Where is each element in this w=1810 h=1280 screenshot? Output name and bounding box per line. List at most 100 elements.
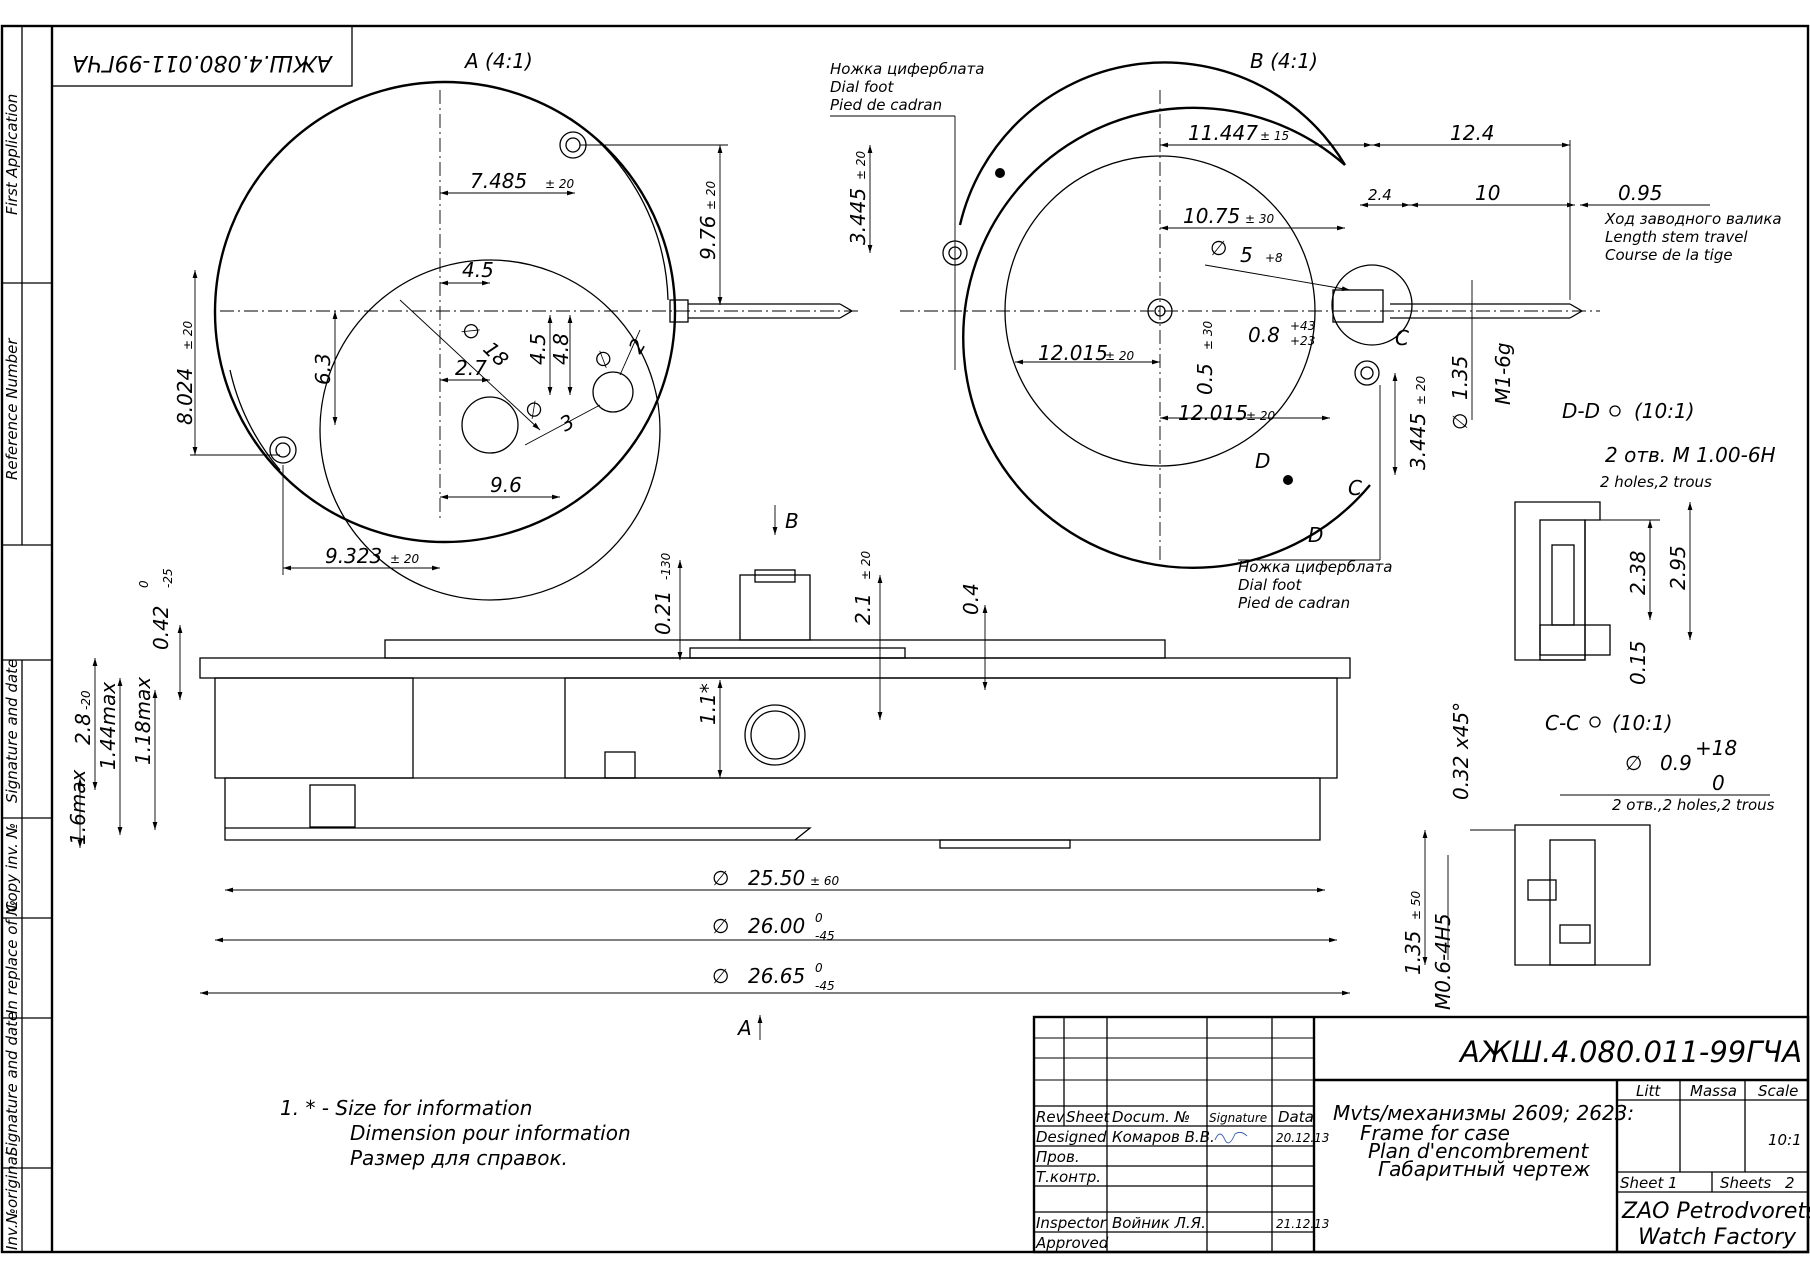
side-view: B 0.21 -130 2.1 ± 20 0.4 0.42 0 -25 2.8 … xyxy=(66,505,1351,1040)
svg-text:10:1: 10:1 xyxy=(1768,1131,1802,1149)
svg-text:Pied de cadran: Pied de cadran xyxy=(830,96,942,114)
svg-text:0.95: 0.95 xyxy=(1618,181,1663,205)
svg-text:± 30: ± 30 xyxy=(1245,212,1275,226)
svg-text:0.21: 0.21 xyxy=(651,590,675,635)
svg-text:9.76: 9.76 xyxy=(696,215,720,260)
svg-text:Course de la tige: Course de la tige xyxy=(1605,246,1733,264)
svg-text:АЖШ.4.080.011-99ГЧА: АЖШ.4.080.011-99ГЧА xyxy=(72,50,334,75)
svg-text:+18: +18 xyxy=(1695,736,1737,760)
svg-text:2.1: 2.1 xyxy=(851,593,875,625)
svg-text:12.015: 12.015 xyxy=(1178,401,1248,425)
svg-text:2.8: 2.8 xyxy=(71,713,95,745)
svg-text:0: 0 xyxy=(815,961,823,975)
svg-text:10: 10 xyxy=(1475,181,1500,205)
svg-text:Litt: Litt xyxy=(1636,1082,1661,1100)
svg-text:Ножка циферблата: Ножка циферблата xyxy=(830,60,984,78)
svg-text:25.50: 25.50 xyxy=(748,866,805,890)
svg-text:Sheet: Sheet xyxy=(1066,1108,1110,1126)
svg-text:2: 2 xyxy=(624,334,651,357)
svg-text:Sheet: Sheet xyxy=(1620,1174,1664,1192)
svg-text:+8: +8 xyxy=(1265,251,1283,265)
side-label-first-application: First Application xyxy=(3,94,21,215)
svg-text:0.4: 0.4 xyxy=(959,583,983,615)
svg-text:± 20: ± 20 xyxy=(181,320,195,350)
svg-text:+43: +43 xyxy=(1290,319,1315,333)
svg-text:0.15: 0.15 xyxy=(1626,640,1650,685)
svg-text:9.6: 9.6 xyxy=(490,473,522,497)
svg-text:Scale: Scale xyxy=(1758,1082,1798,1100)
svg-text:0.8: 0.8 xyxy=(1248,323,1280,347)
svg-text:7.485: 7.485 xyxy=(470,169,527,193)
svg-text:0: 0 xyxy=(815,911,823,925)
svg-text:1. * - Size for information: 1. * - Size for information xyxy=(280,1096,532,1120)
svg-text:Габаритный чертеж: Габаритный чертеж xyxy=(1378,1157,1590,1181)
view-a-label: A (4:1) xyxy=(463,49,533,73)
svg-text:∅: ∅ xyxy=(712,964,729,988)
side-labels: First Application Reference Number Signa… xyxy=(3,94,21,1250)
svg-text:4.5: 4.5 xyxy=(462,258,494,282)
svg-text:∅: ∅ xyxy=(521,395,548,424)
svg-text:∅: ∅ xyxy=(1625,751,1642,775)
svg-text:8.024: 8.024 xyxy=(173,368,197,425)
svg-text:± 30: ± 30 xyxy=(1201,320,1215,350)
svg-text:Войник Л.Я.: Войник Л.Я. xyxy=(1112,1214,1206,1232)
svg-text:ZAO Petrodvorets: ZAO Petrodvorets xyxy=(1621,1199,1810,1224)
svg-text:(10:1): (10:1) xyxy=(1612,711,1673,735)
svg-text:± 60: ± 60 xyxy=(810,874,840,888)
svg-text:∅: ∅ xyxy=(1210,236,1227,260)
svg-text:Frame for case: Frame for case xyxy=(1360,1121,1510,1145)
svg-text:12.015: 12.015 xyxy=(1038,341,1108,365)
svg-text:6.3: 6.3 xyxy=(311,353,335,385)
svg-text:A: A xyxy=(736,1016,752,1040)
svg-text:Пров.: Пров. xyxy=(1036,1148,1080,1166)
svg-text:1.44max: 1.44max xyxy=(96,682,120,770)
svg-text:-25: -25 xyxy=(161,568,175,588)
svg-text:Inspector: Inspector xyxy=(1036,1214,1107,1232)
view-a: A (4:1) 7.485 ± 20 9.76 ± 20 4.5 4.5 4.8… xyxy=(173,49,860,601)
svg-text:2 отв. M 1.00-6H: 2 отв. M 1.00-6H xyxy=(1605,443,1776,467)
svg-text:D: D xyxy=(1255,449,1270,473)
stem-travel-label: Ход заводного валика Length stem travel … xyxy=(1604,210,1782,264)
svg-text:1.35: 1.35 xyxy=(1448,355,1472,400)
dial-foot-label-top: Ножка циферблата Dial foot Pied de cadra… xyxy=(830,60,984,370)
svg-text:-45: -45 xyxy=(815,929,835,943)
svg-text:0: 0 xyxy=(1712,771,1725,795)
side-label-copy-inv: Copy inv. № xyxy=(3,823,21,912)
svg-text:± 20: ± 20 xyxy=(1246,409,1276,423)
svg-text:Dimension pour information: Dimension pour information xyxy=(350,1121,631,1145)
svg-text:± 20: ± 20 xyxy=(390,552,420,566)
svg-text:± 50: ± 50 xyxy=(1409,890,1423,920)
svg-text:M1-6g: M1-6g xyxy=(1491,342,1515,405)
side-label-signature-date-1: Signature and date xyxy=(3,659,21,803)
svg-text:3.445: 3.445 xyxy=(846,188,870,245)
svg-text:2.7: 2.7 xyxy=(455,356,487,380)
svg-text:C-C: C-C xyxy=(1545,711,1580,735)
svg-text:Mvts/механизмы 2609; 2623:: Mvts/механизмы 2609; 2623: xyxy=(1333,1101,1634,1125)
svg-text:9.323: 9.323 xyxy=(325,544,382,568)
side-label-signature-date-2: Signature and date xyxy=(3,1012,21,1156)
svg-text:2.38: 2.38 xyxy=(1626,550,1650,595)
signature-mark xyxy=(1214,1131,1248,1144)
svg-text:2 holes,2 trous: 2 holes,2 trous xyxy=(1600,473,1712,491)
svg-text:1.18max: 1.18max xyxy=(131,677,155,765)
section-cc: C-C (10:1) ∅ 0.9 +18 0 2 отв.,2 holes,2 … xyxy=(1401,702,1775,1010)
top-stamp: АЖШ.4.080.011-99ГЧА xyxy=(51,25,353,87)
svg-text:Docum. №: Docum. № xyxy=(1112,1108,1190,1126)
svg-text:Data: Data xyxy=(1278,1108,1314,1126)
svg-text:Dial foot: Dial foot xyxy=(830,78,894,96)
section-dd: D-D (10:1) 2 отв. M 1.00-6H 2 holes,2 tr… xyxy=(1514,399,1776,685)
svg-text:± 20: ± 20 xyxy=(704,180,718,210)
notes: 1. * - Size for information Dimension po… xyxy=(280,1096,631,1170)
svg-text:-130: -130 xyxy=(659,552,673,580)
svg-text:26.65: 26.65 xyxy=(748,964,805,988)
svg-text:Signature: Signature xyxy=(1209,1111,1267,1125)
svg-text:Dial foot: Dial foot xyxy=(1238,576,1302,594)
svg-text:12.4: 12.4 xyxy=(1450,121,1495,145)
svg-text:∅: ∅ xyxy=(456,317,485,346)
svg-text:C: C xyxy=(1348,476,1362,500)
svg-text:(10:1): (10:1) xyxy=(1634,399,1695,423)
side-label-inv-original: Inv.№original xyxy=(3,1151,21,1250)
svg-text:0.5: 0.5 xyxy=(1193,363,1217,395)
svg-text:Sheets: Sheets xyxy=(1720,1174,1771,1192)
svg-text:5: 5 xyxy=(1240,243,1253,267)
